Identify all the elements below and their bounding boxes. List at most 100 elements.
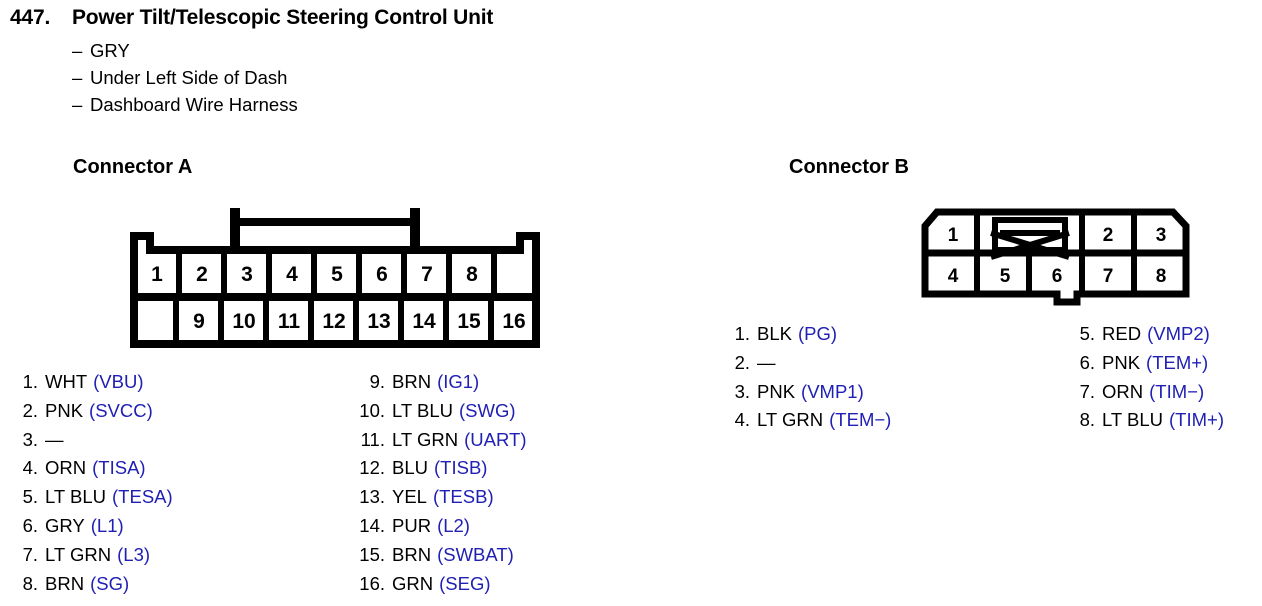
pin-number: 3. <box>22 428 38 450</box>
connector-a-latch-bracket <box>230 208 420 250</box>
pin-number: 1. <box>22 371 38 392</box>
pin-wire-color: LT BLU <box>392 399 454 421</box>
pin-entry: 2.PNK(SVCC) <box>18 397 173 426</box>
pin-wire-color: YEL <box>392 486 427 508</box>
pin-entry: 6.GRY(L1) <box>18 512 173 541</box>
dash-marker: – <box>72 94 83 115</box>
pin-entry: 10.LT BLU(SWG) <box>355 397 527 426</box>
pin-number: 15. <box>359 543 385 565</box>
pin-wire-color: BRN <box>392 543 432 565</box>
pin-cell-9: 9 <box>193 310 205 333</box>
entry-number: 447. <box>10 6 51 29</box>
pin-signal-code: (PG) <box>797 323 838 344</box>
pin-number: 2. <box>734 351 750 373</box>
pin-wire-color: GRN <box>392 572 434 594</box>
pin-number: 1. <box>734 323 750 344</box>
pin-signal-code: (TEM+) <box>1146 351 1209 373</box>
pin-entry: 5. RED(VMP2) <box>1075 320 1224 349</box>
pin-cell-8: 8 <box>466 263 478 286</box>
pin-signal-code: (TESB) <box>432 486 494 508</box>
pin-entry: 8.BRN(SG) <box>18 570 173 599</box>
pin-wire-color: BLU <box>392 457 428 479</box>
pin-signal-code: (TIM−) <box>1149 380 1205 402</box>
connector-a-top-row-labels: 1 2 3 4 5 6 7 8 <box>151 263 478 286</box>
pin-number: 8. <box>22 572 38 594</box>
pin-signal-code: (SWBAT) <box>437 543 514 565</box>
pin-number: 16. <box>359 572 385 594</box>
detail-list: – GRY – Under Left Side of Dash – Dashbo… <box>72 37 493 118</box>
pin-cell-4: 4 <box>286 263 298 286</box>
pin-number: 6. <box>22 514 38 536</box>
pin-wire-color: BRN <box>45 572 85 594</box>
pin-cell-1: 1 <box>151 263 163 286</box>
pin-wire-color: LT GRN <box>392 428 459 450</box>
pin-number: 6. <box>1079 351 1095 373</box>
pin-signal-code: (L1) <box>90 514 124 536</box>
pin-entry: 4.LT GRN(TEM−) <box>730 406 892 435</box>
keyway-blocked-cell-icon <box>990 217 1070 260</box>
detail-item-1: – Under Left Side of Dash <box>72 64 493 91</box>
pin-cell-3: 3 <box>1156 225 1167 246</box>
pin-signal-code: (L2) <box>437 514 470 536</box>
pin-wire-color: LT BLU <box>45 486 107 508</box>
pin-signal-code: (VBU) <box>93 371 144 392</box>
connector-a-pinlist-right: 9.BRN(IG1) 10.LT BLU(SWG) 11.LT GRN(UART… <box>355 368 527 599</box>
pin-wire-color: LT GRN <box>757 409 824 431</box>
pin-wire-color: PNK <box>757 380 796 402</box>
pin-signal-code: (TISB) <box>434 457 488 479</box>
pin-number: 4. <box>22 457 38 479</box>
pin-number: 5. <box>1079 323 1095 344</box>
pin-number: 13. <box>359 486 385 508</box>
detail-item-2: – Dashboard Wire Harness <box>72 91 493 118</box>
connector-b-bottom-row-labels: 4 5 6 7 8 <box>948 266 1167 287</box>
detail-text: Dashboard Wire Harness <box>90 94 298 115</box>
dash-marker: – <box>72 67 83 88</box>
detail-text: GRY <box>90 40 130 61</box>
pin-wire-color: LT BLU <box>1102 409 1164 431</box>
pin-entry: 16. GRN(SEG) <box>355 570 527 599</box>
pin-entry: 14.PUR(L2) <box>355 512 527 541</box>
pin-cell-6: 6 <box>1052 266 1063 287</box>
pin-signal-code: (VMP1) <box>801 380 864 402</box>
pin-wire-color: — <box>757 351 776 373</box>
pin-wire-color: RED <box>1102 323 1142 344</box>
pin-number: 7. <box>1079 380 1095 402</box>
pin-signal-code: (SEG) <box>439 572 491 594</box>
pin-entry: 8.LT BLU(TIM+) <box>1075 406 1224 435</box>
connector-a-body <box>130 232 540 348</box>
pin-cell-15: 15 <box>457 310 481 333</box>
pin-entry: 1.BLK(PG) <box>730 320 891 349</box>
pin-entry: 9.BRN(IG1) <box>355 368 527 397</box>
connector-b-heading: Connector B <box>789 156 909 178</box>
pin-wire-color: PUR <box>392 514 432 536</box>
connector-a-bottom-row-labels: 9 10 11 12 13 14 15 16 <box>193 310 526 333</box>
connector-a-pinlist-left: 1.WHT(VBU) 2.PNK(SVCC) 3.— 4.ORN(TISA) 5… <box>18 368 173 598</box>
pin-signal-code: (SVCC) <box>89 399 153 421</box>
pin-cell-8: 8 <box>1156 266 1167 287</box>
page-header: 447. Power Tilt/Telescopic Steering Cont… <box>10 6 493 118</box>
connector-b-body <box>921 208 1190 306</box>
pin-signal-code: (TIM+) <box>1169 409 1224 431</box>
connector-b-top-row-labels: 1 2 3 <box>948 225 1167 246</box>
pin-entry: 5.LT BLU(TESA) <box>18 483 173 512</box>
pin-entry: 3.— <box>18 426 173 455</box>
pin-number: 12. <box>359 457 385 479</box>
connector-b-diagram: 1 2 3 4 5 6 7 8 <box>905 200 1205 315</box>
pin-signal-code: (VMP2) <box>1147 323 1210 344</box>
pin-entry: 3.PNK(VMP1) <box>730 378 891 407</box>
detail-text: Under Left Side of Dash <box>90 67 288 88</box>
pin-cell-7: 7 <box>1103 266 1114 287</box>
pin-entry: 2. — <box>730 349 891 378</box>
pin-number: 4. <box>734 409 750 431</box>
pin-entry: 13. YEL(TESB) <box>355 483 527 512</box>
pin-number: 5. <box>22 486 38 508</box>
pin-wire-color: BRN <box>392 371 432 392</box>
pin-cell-7: 7 <box>421 263 433 286</box>
pin-wire-color: ORN <box>45 457 87 479</box>
pin-entry: 4.ORN(TISA) <box>18 454 173 483</box>
pin-cell-10: 10 <box>232 310 255 333</box>
pin-number: 2. <box>22 399 38 421</box>
pin-entry: 7.ORN(TIM−) <box>1075 378 1224 407</box>
pin-wire-color: WHT <box>45 371 88 392</box>
pin-entry: 15. BRN(SWBAT) <box>355 541 527 570</box>
